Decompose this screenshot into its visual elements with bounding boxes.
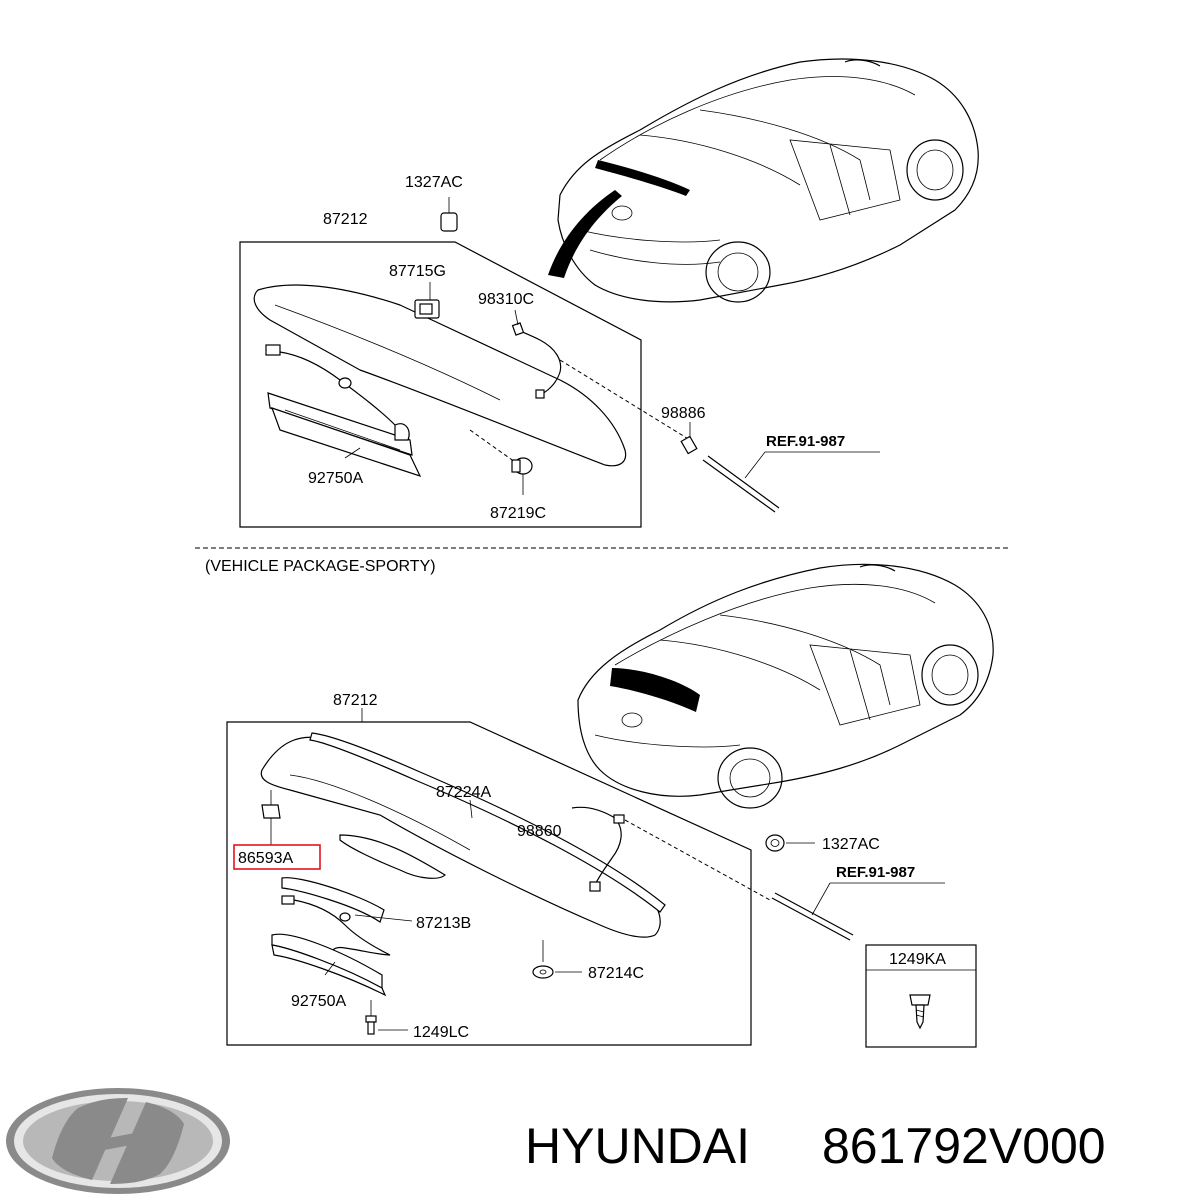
- washer-87214c: [532, 940, 582, 979]
- label-1249lc: 1249LC: [413, 1024, 469, 1041]
- section-caption: (VEHICLE PACKAGE-SPORTY): [205, 558, 436, 575]
- label-1327ac-bottom: 1327AC: [822, 836, 880, 853]
- brake-light-92750a-bottom: [271, 933, 387, 997]
- footer-part-number: 861792V000: [822, 1118, 1106, 1174]
- top-part-frame: [239, 241, 642, 528]
- footer-brand: HYUNDAI: [525, 1118, 750, 1174]
- label-98310c: 98310C: [478, 291, 534, 308]
- label-87219c: 87219C: [490, 505, 546, 522]
- nut-1327ac-top: [440, 197, 458, 232]
- inset-1249ka: [865, 944, 977, 1048]
- label-ref-top: REF.91-987: [766, 433, 845, 450]
- spoiler-lip-87224a: [309, 732, 666, 913]
- label-87212-bottom: 87212: [333, 692, 378, 709]
- highlight-box-86593a: [233, 844, 321, 870]
- top-car-illustration: [548, 58, 979, 303]
- ref-tube-top: [702, 451, 880, 513]
- bolt-87219c: [469, 429, 533, 495]
- label-86593a: 86593A: [238, 850, 293, 867]
- nut-1327ac-bottom: [765, 834, 815, 852]
- nozzle-98886: [680, 422, 698, 455]
- label-92750a-bottom: 92750A: [291, 993, 346, 1010]
- bracket-87715g: [414, 282, 440, 319]
- label-98886: 98886: [661, 405, 706, 422]
- label-ref-bottom: REF.91-987: [836, 864, 915, 881]
- bottom-dashed-leader: [624, 819, 771, 901]
- label-1249ka: 1249KA: [889, 951, 946, 968]
- brake-light-92750a-top: [267, 392, 422, 478]
- label-98860: 98860: [517, 823, 562, 840]
- label-87214c: 87214C: [588, 965, 644, 982]
- clip-86593a: [233, 790, 321, 870]
- bottom-spoiler-87212: [260, 736, 661, 938]
- hose-98310c: [511, 309, 562, 399]
- top-spoiler-panel: [253, 284, 627, 467]
- bottom-car-illustration: [577, 563, 994, 809]
- top-assembly: 1327AC 87212 87715G 98310C 98886 REF.91-…: [239, 58, 979, 528]
- hose-98860: [571, 806, 625, 892]
- ref-tube-bottom: [771, 882, 945, 941]
- wire-harness-top: [265, 344, 396, 426]
- label-1327ac-top: 1327AC: [405, 174, 463, 191]
- top-dashed-leader: [559, 359, 691, 441]
- label-87213b: 87213B: [416, 915, 471, 932]
- screw-1249lc: [365, 1000, 408, 1035]
- label-87212-top: 87212: [323, 211, 368, 228]
- light-strip-87213b: [281, 877, 413, 923]
- screw-1249ka-icon: [909, 994, 931, 1030]
- label-92750a-top: 92750A: [308, 470, 363, 487]
- wire-harness-bottom: [281, 895, 391, 959]
- bottom-assembly: 87212 87224A 98860 1327AC 86593A REF.91-…: [226, 563, 994, 1048]
- hyundai-logo-icon: [6, 1088, 230, 1194]
- label-87715g: 87715G: [389, 263, 446, 280]
- bottom-part-frame: [226, 721, 752, 1046]
- label-87224a: 87224A: [436, 784, 491, 801]
